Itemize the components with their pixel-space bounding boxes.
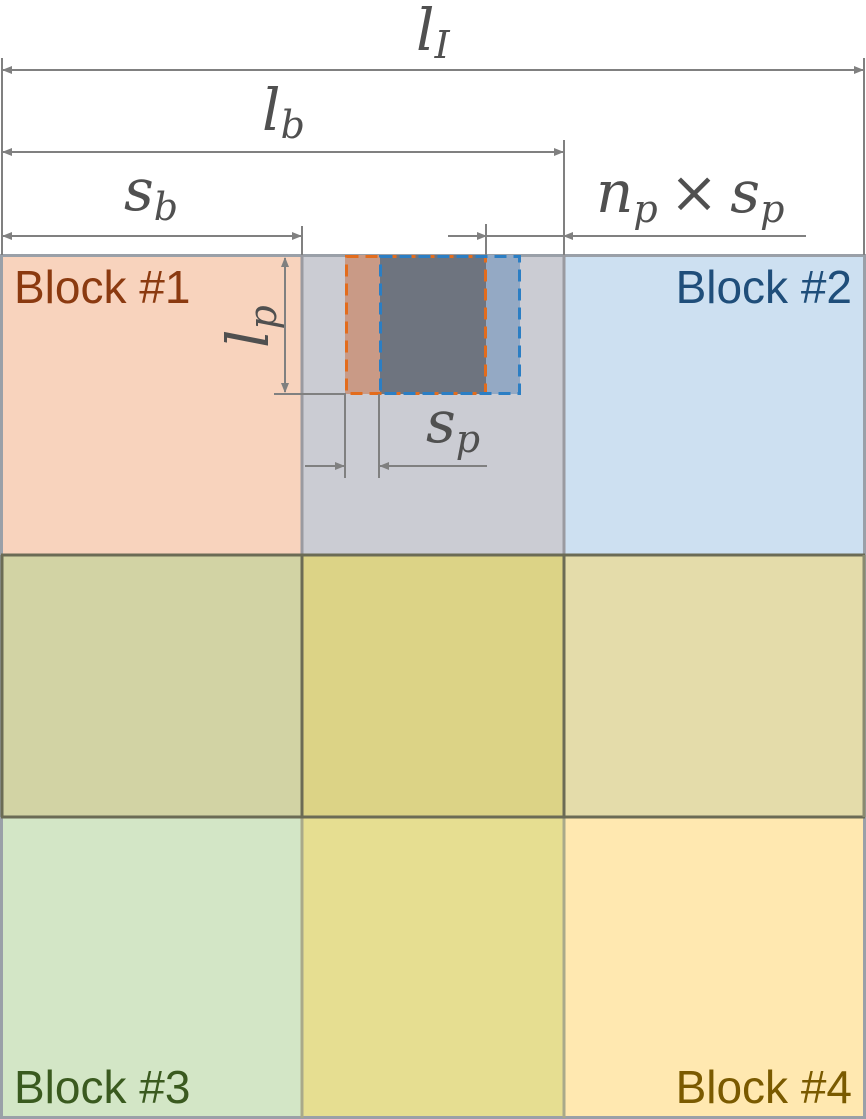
overlap-center-region	[302, 555, 564, 817]
label-lp: lp	[214, 305, 285, 348]
block-1-label: Block #1	[14, 261, 190, 313]
block-2-region	[564, 255, 865, 555]
patch-blue-fill	[486, 255, 520, 394]
block-1-region	[1, 255, 302, 555]
block-2-label: Block #2	[676, 261, 852, 313]
overlap-left-region	[1, 555, 302, 817]
patch-blue-outline	[379, 255, 521, 395]
block-4-label: Block #4	[676, 1061, 852, 1113]
patch-orange-outline	[345, 255, 487, 395]
label-lI: lI	[416, 0, 451, 67]
dimension-labels: lI lb sb np×sp lp sp	[124, 0, 784, 461]
label-sp: sp	[426, 388, 480, 461]
block-grid	[0, 254, 866, 1119]
overlap-right-region	[564, 555, 865, 817]
patches	[345, 255, 521, 395]
label-sb: sb	[124, 156, 178, 229]
patch-orange-fill	[345, 255, 380, 394]
label-np-times-sp: np×sp	[596, 158, 784, 231]
block-labels: Block #1 Block #2 Block #3 Block #4	[14, 261, 852, 1113]
dimension-lines	[1, 58, 865, 478]
overlap-bottom-region	[302, 817, 564, 1118]
block-3-label: Block #3	[14, 1061, 190, 1113]
block-3-region	[1, 817, 302, 1118]
patch-overlap-fill	[380, 255, 486, 394]
block-4-region	[564, 817, 865, 1118]
label-lb: lb	[262, 76, 305, 147]
